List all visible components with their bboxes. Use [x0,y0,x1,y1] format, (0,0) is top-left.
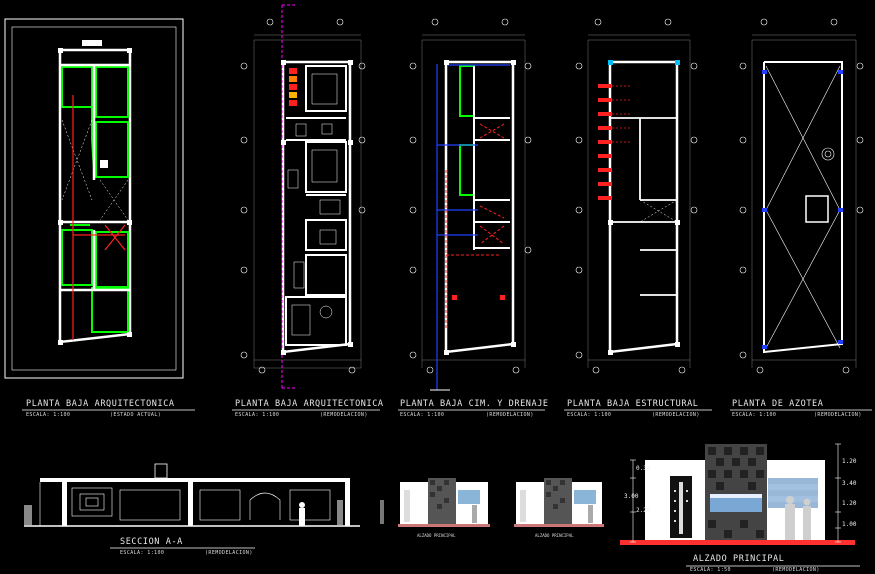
elevation-small-a [380,478,490,527]
state-section: (REMODELACION) [205,550,253,556]
state-elevation: (REMODELACION) [772,567,820,573]
title-plan-5: PLANTA DE AZOTEA [732,399,824,409]
scale-plan-3: ESCALA: 1:100 [400,412,445,418]
dim-right-mid: 3.40 [842,480,857,487]
scale-plan-2: ESCALA: 1:100 [235,412,280,418]
title-section: SECCION A-A [120,537,183,547]
title-plan-1: PLANTA BAJA ARQUITECTONICA [26,399,175,409]
title-plan-3: PLANTA BAJA CIM. Y DRENAJE [400,399,549,409]
plan-roof [739,18,864,374]
plan-architectural-remodel [240,4,366,389]
state-plan-5: (REMODELACION) [814,412,862,418]
section-a-a [24,463,360,527]
state-plan-2: (REMODELACION) [320,412,368,418]
label-elevation-a: ALZADO PRINCIPAL [417,533,456,538]
scale-plan-1: ESCALA: 1:100 [26,412,71,418]
elevation-small-b [514,478,604,527]
scale-plan-4: ESCALA: 1:100 [567,412,612,418]
plan-foundations-drainage [409,18,532,391]
scale-section: ESCALA: 1:100 [120,550,165,556]
plan-existing-state [4,18,184,379]
scale-plan-5: ESCALA: 1:100 [732,412,777,418]
title-plan-2: PLANTA BAJA ARQUITECTONICA [235,399,384,409]
dim-right-top: 1.20 [842,458,857,465]
dim-left-top: 0.30 [636,465,651,472]
state-plan-3: (REMODELACION) [486,412,534,418]
title-plan-4: PLANTA BAJA ESTRUCTURAL [567,399,699,409]
plan-structural [575,18,698,374]
dim-right-a: 1.20 [842,500,857,507]
title-elevation: ALZADO PRINCIPAL [693,554,785,564]
dim-left-mid: 3.00 [624,493,639,500]
state-plan-4: (REMODELACION) [652,412,700,418]
elevation-main [620,443,855,545]
label-elevation-b: ALZADO PRINCIPAL [535,533,574,538]
scale-elevation: ESCALA: 1:50 [690,567,731,573]
dim-right-b: 1.00 [842,521,857,528]
dim-left-bot: 2.20 [636,507,651,514]
state-plan-1: (ESTADO ACTUAL) [110,412,162,418]
